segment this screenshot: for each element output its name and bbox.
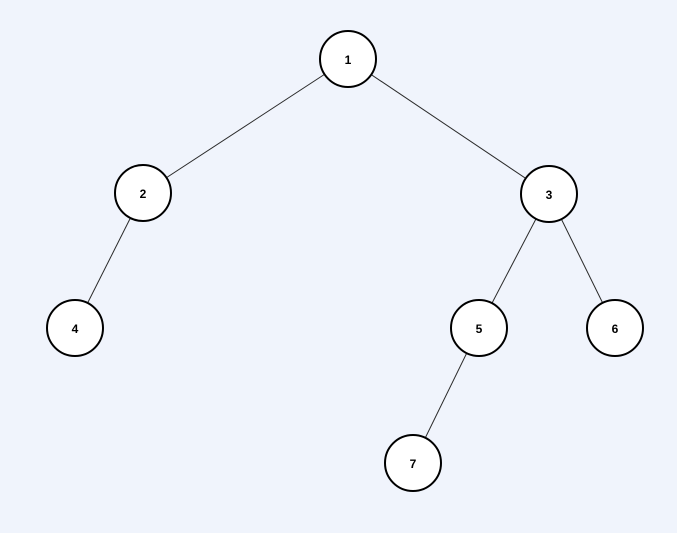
tree-node-circle-4 — [46, 299, 104, 357]
tree-node-3: 3 — [520, 165, 578, 223]
tree-edge-1-2 — [142, 58, 349, 194]
tree-node-6: 6 — [586, 299, 644, 357]
tree-node-circle-6 — [586, 299, 644, 357]
tree-node-2: 2 — [114, 164, 172, 222]
tree-node-circle-2 — [114, 164, 172, 222]
tree-node-circle-7 — [384, 434, 442, 492]
tree-node-5: 5 — [450, 299, 508, 357]
tree-node-4: 4 — [46, 299, 104, 357]
tree-node-circle-5 — [450, 299, 508, 357]
tree-node-1: 1 — [319, 30, 377, 88]
tree-node-7: 7 — [384, 434, 442, 492]
tree-edge-1-3 — [347, 58, 550, 195]
tree-node-circle-1 — [319, 30, 377, 88]
tree-node-circle-3 — [520, 165, 578, 223]
